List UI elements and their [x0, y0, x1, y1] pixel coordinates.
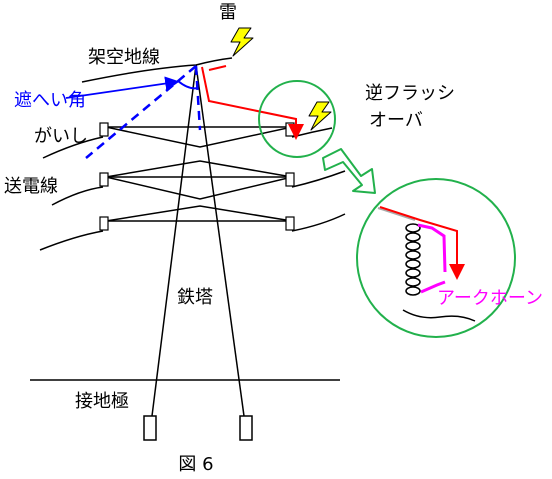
shielding-angle [65, 65, 202, 159]
overhead-ground-wire [81, 57, 233, 83]
zoom-source-circle [258, 80, 336, 158]
lightning-bolt-icon [308, 101, 332, 131]
lightning-bolt-icon [230, 27, 254, 57]
tower [105, 64, 293, 417]
label-insulator: がいし [34, 126, 88, 147]
zoom-detail-circle [356, 178, 516, 338]
grounding-electrode-right [239, 415, 253, 441]
label-lightning: 雷 [219, 2, 237, 23]
label-transmission-line: 送電線 [4, 176, 58, 197]
label-back-flashover-2: オーバ [369, 110, 423, 131]
label-arc-horn: アークホーン [437, 288, 543, 309]
label-tower: 鉄塔 [177, 287, 213, 308]
insulator-string [405, 223, 421, 296]
figure-caption: 図 6 [178, 454, 213, 475]
arc-horn-lower [420, 280, 446, 294]
zoom-arrow [322, 148, 376, 194]
transmission-lines [39, 127, 346, 251]
label-shielding-angle: 遮へい角 [14, 90, 86, 111]
label-grounding-electrode: 接地極 [75, 391, 129, 412]
grounding-electrode-left [143, 415, 157, 441]
back-flashover-path [201, 66, 304, 140]
arc-horn-detail [356, 178, 516, 338]
label-back-flashover-1: 逆フラッシ [365, 83, 455, 104]
arc-horn-upper [417, 223, 447, 273]
label-overhead-ground-wire: 架空地線 [88, 47, 160, 68]
detail-current-path [379, 206, 465, 280]
